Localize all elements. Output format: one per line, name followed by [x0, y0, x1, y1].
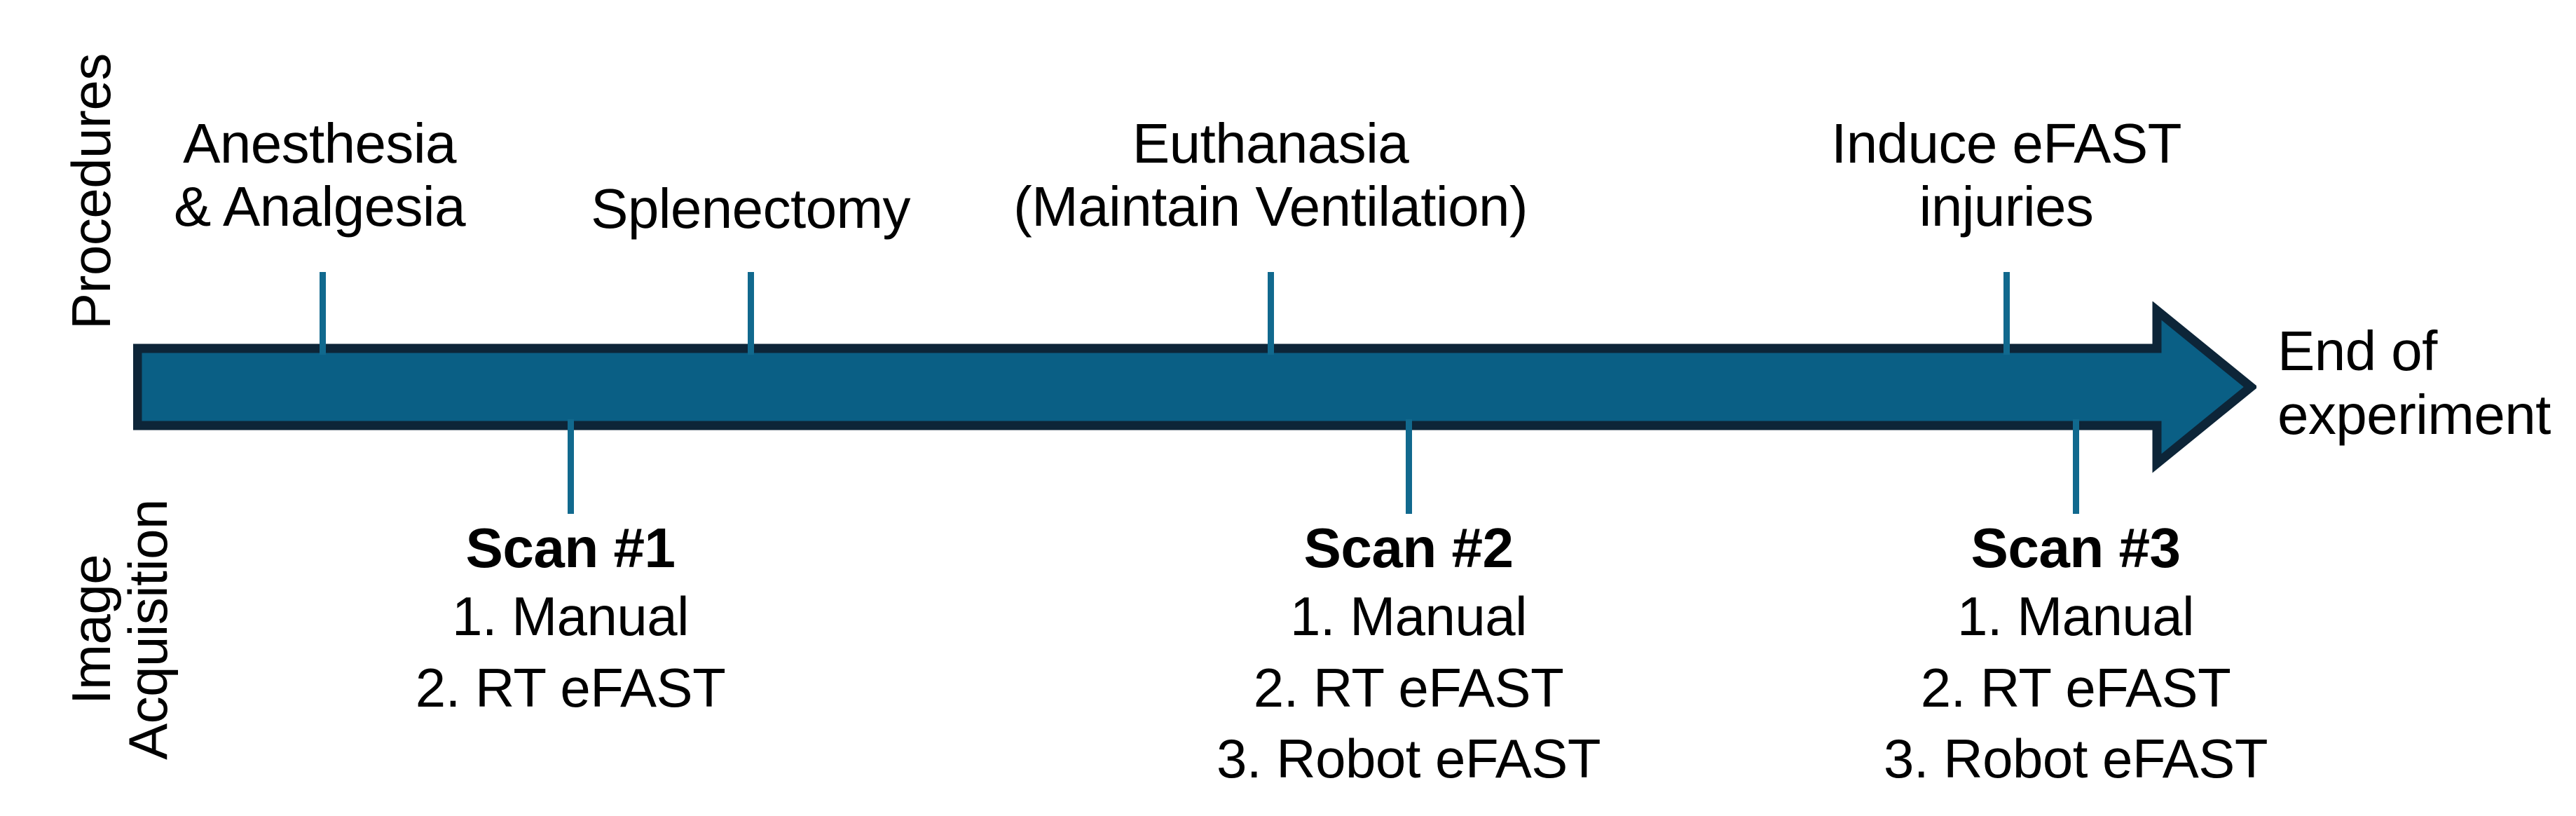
end-caption-line2: experiment	[2277, 383, 2551, 447]
row-label-image-acquisition: Image Acquisition	[60, 447, 179, 812]
scan-block-2: Scan #2 1. Manual 2. RT eFAST 3. Robot e…	[1184, 515, 1633, 795]
tick-scan-3	[2073, 419, 2079, 514]
tick-scan-1	[568, 419, 574, 514]
tick-anesthesia	[320, 272, 326, 355]
procedure-label-euthanasia: Euthanasia (Maintain Ventilation)	[969, 112, 1572, 238]
scan-2-title: Scan #2	[1303, 517, 1514, 579]
tick-scan-2	[1406, 419, 1412, 514]
row-label-procedures: Procedures	[60, 53, 122, 329]
procedure-induce-line1: Induce eFAST	[1831, 112, 2181, 175]
procedure-anesthesia-line1: Anesthesia	[183, 112, 456, 175]
procedure-splenectomy-line1: Splenectomy	[591, 177, 910, 240]
scan-3-item-2: 2. RT eFAST	[1920, 656, 2231, 719]
scan-1-item-1: 1. Manual	[451, 585, 690, 648]
tick-euthanasia	[1268, 272, 1274, 355]
procedure-euthanasia-line2: (Maintain Ventilation)	[1013, 175, 1528, 238]
tick-induce-efast-injuries	[2003, 272, 2010, 355]
procedure-label-splenectomy: Splenectomy	[547, 177, 954, 240]
end-of-experiment-caption: End of experiment	[2277, 319, 2576, 447]
procedure-euthanasia-line1: Euthanasia	[1132, 112, 1409, 175]
procedure-anesthesia-line2: & Analgesia	[174, 175, 466, 238]
procedure-label-anesthesia: Anesthesia & Analgesia	[130, 112, 509, 238]
scan-3-title: Scan #3	[1971, 517, 2181, 579]
scan-2-item-2: 2. RT eFAST	[1253, 656, 1564, 719]
procedure-induce-line2: injuries	[1919, 175, 2094, 238]
row-label-image-acquisition-line1: Image	[60, 554, 122, 705]
scan-block-3: Scan #3 1. Manual 2. RT eFAST 3. Robot e…	[1851, 515, 2300, 795]
scan-2-item-3: 3. Robot eFAST	[1217, 728, 1601, 790]
scan-block-1: Scan #1 1. Manual 2. RT eFAST	[353, 515, 788, 723]
row-label-image-acquisition-line2: Acquisition	[117, 499, 179, 760]
scan-1-title: Scan #1	[465, 517, 676, 579]
scan-1-item-2: 2. RT eFAST	[415, 656, 726, 719]
scan-3-item-1: 1. Manual	[1957, 585, 2195, 648]
end-caption-line1: End of	[2277, 320, 2437, 382]
scan-2-item-1: 1. Manual	[1289, 585, 1528, 648]
timeline-arrow-icon	[133, 301, 2256, 473]
scan-3-item-3: 3. Robot eFAST	[1884, 728, 2268, 790]
tick-splenectomy	[748, 272, 754, 355]
procedure-label-induce-efast-injuries: Induce eFAST injuries	[1761, 112, 2252, 238]
